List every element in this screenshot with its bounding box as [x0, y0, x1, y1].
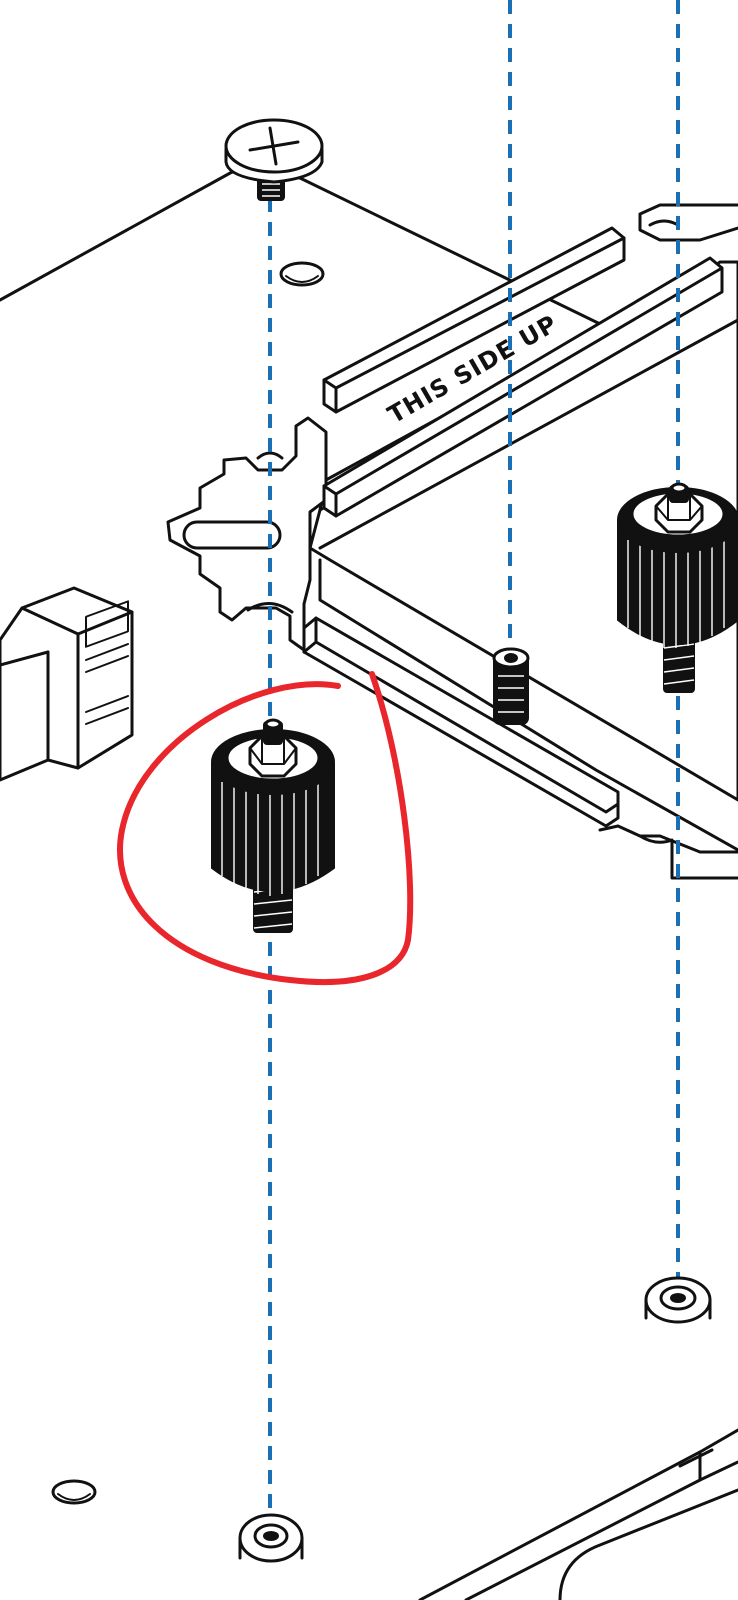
threaded-standoff-icon [492, 647, 530, 725]
washer-ring-icon-lower [238, 1513, 304, 1563]
knurled-thumb-screw-icon [617, 482, 738, 693]
mounting-slot [182, 520, 282, 550]
phillips-pan-head-screw-icon [224, 118, 324, 201]
device-body-corner [418, 1428, 738, 1600]
knurled-thumb-screw-highlighted [211, 718, 335, 933]
highlight-circle [117, 671, 414, 986]
alignment-guides [268, 0, 680, 1540]
washer-ring-icon [644, 1276, 712, 1324]
mounting-holes [51, 261, 325, 1505]
upper-rail [322, 226, 626, 414]
connector-block [0, 586, 134, 782]
lower-rail [302, 616, 620, 828]
